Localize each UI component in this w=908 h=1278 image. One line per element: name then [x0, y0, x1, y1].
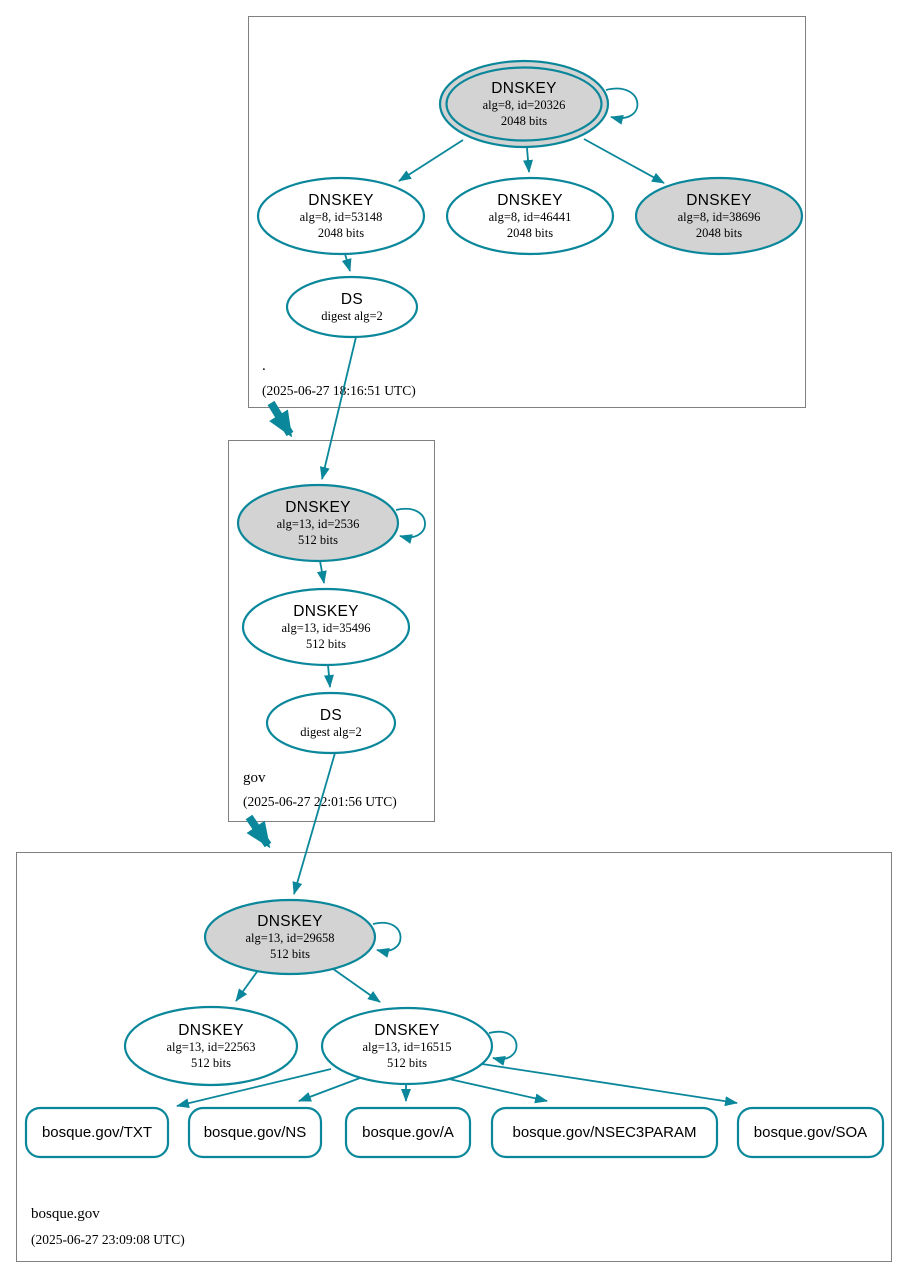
edge-gov-ksk-to-zsk — [316, 560, 327, 584]
rrset-node-nsec3param[interactable] — [490, 1106, 719, 1159]
dnskey-node-35496[interactable] — [241, 587, 411, 667]
dnskey-node-16515[interactable] — [320, 1006, 494, 1086]
dnskey-node-38696[interactable] — [634, 176, 804, 256]
dnskey-node-22563[interactable] — [123, 1005, 299, 1087]
edge-bosque-ksk-selfloop — [372, 921, 402, 958]
edge-root-ksk-to-zsk53148 — [398, 139, 464, 182]
edge-gov-ksk-selfloop — [395, 507, 426, 544]
zone-box-bosque — [16, 852, 892, 1262]
edge-zsk16515-to-ns — [298, 1077, 361, 1102]
edge-bosque-ksk-to-zsk22563 — [235, 968, 260, 1002]
edge-root-ksk-to-zsk46441 — [523, 147, 533, 173]
edge-root-ksk-selfloop — [605, 87, 639, 125]
rrset-node-ns[interactable] — [187, 1106, 323, 1159]
delegation-arrow-root-to-gov — [267, 400, 294, 438]
edge-root-ksk-to-zsk38696 — [583, 138, 665, 184]
ds-node-gov[interactable] — [265, 691, 397, 755]
dnskey-node-2536[interactable] — [236, 483, 400, 563]
edge-zsk16515-to-txt — [176, 1068, 332, 1109]
ds-node-root[interactable] — [285, 275, 419, 339]
dnskey-node-20326-inner-ring — [445, 66, 603, 142]
edge-zsk16515-to-soa — [481, 1063, 738, 1107]
zone-box-root — [248, 16, 806, 408]
rrset-node-a[interactable] — [344, 1106, 472, 1159]
delegation-arrow-gov-to-bosque — [245, 814, 272, 849]
edge-root-zsk-to-ds — [341, 253, 352, 272]
edge-gov-zsk-to-ds — [323, 664, 334, 688]
dnskey-node-46441[interactable] — [445, 176, 615, 256]
edge-bosque-ksk-to-zsk16515 — [328, 965, 381, 1003]
edge-bosque-zsk16515-selfloop — [488, 1030, 518, 1066]
edge-zsk16515-to-nsec3param — [448, 1078, 548, 1104]
dnskey-node-29658[interactable] — [203, 898, 377, 976]
dnskey-node-53148[interactable] — [256, 176, 426, 256]
dnskey-node-20326[interactable] — [438, 59, 610, 149]
rrset-node-soa[interactable] — [736, 1106, 885, 1159]
rrset-node-txt[interactable] — [24, 1106, 170, 1159]
